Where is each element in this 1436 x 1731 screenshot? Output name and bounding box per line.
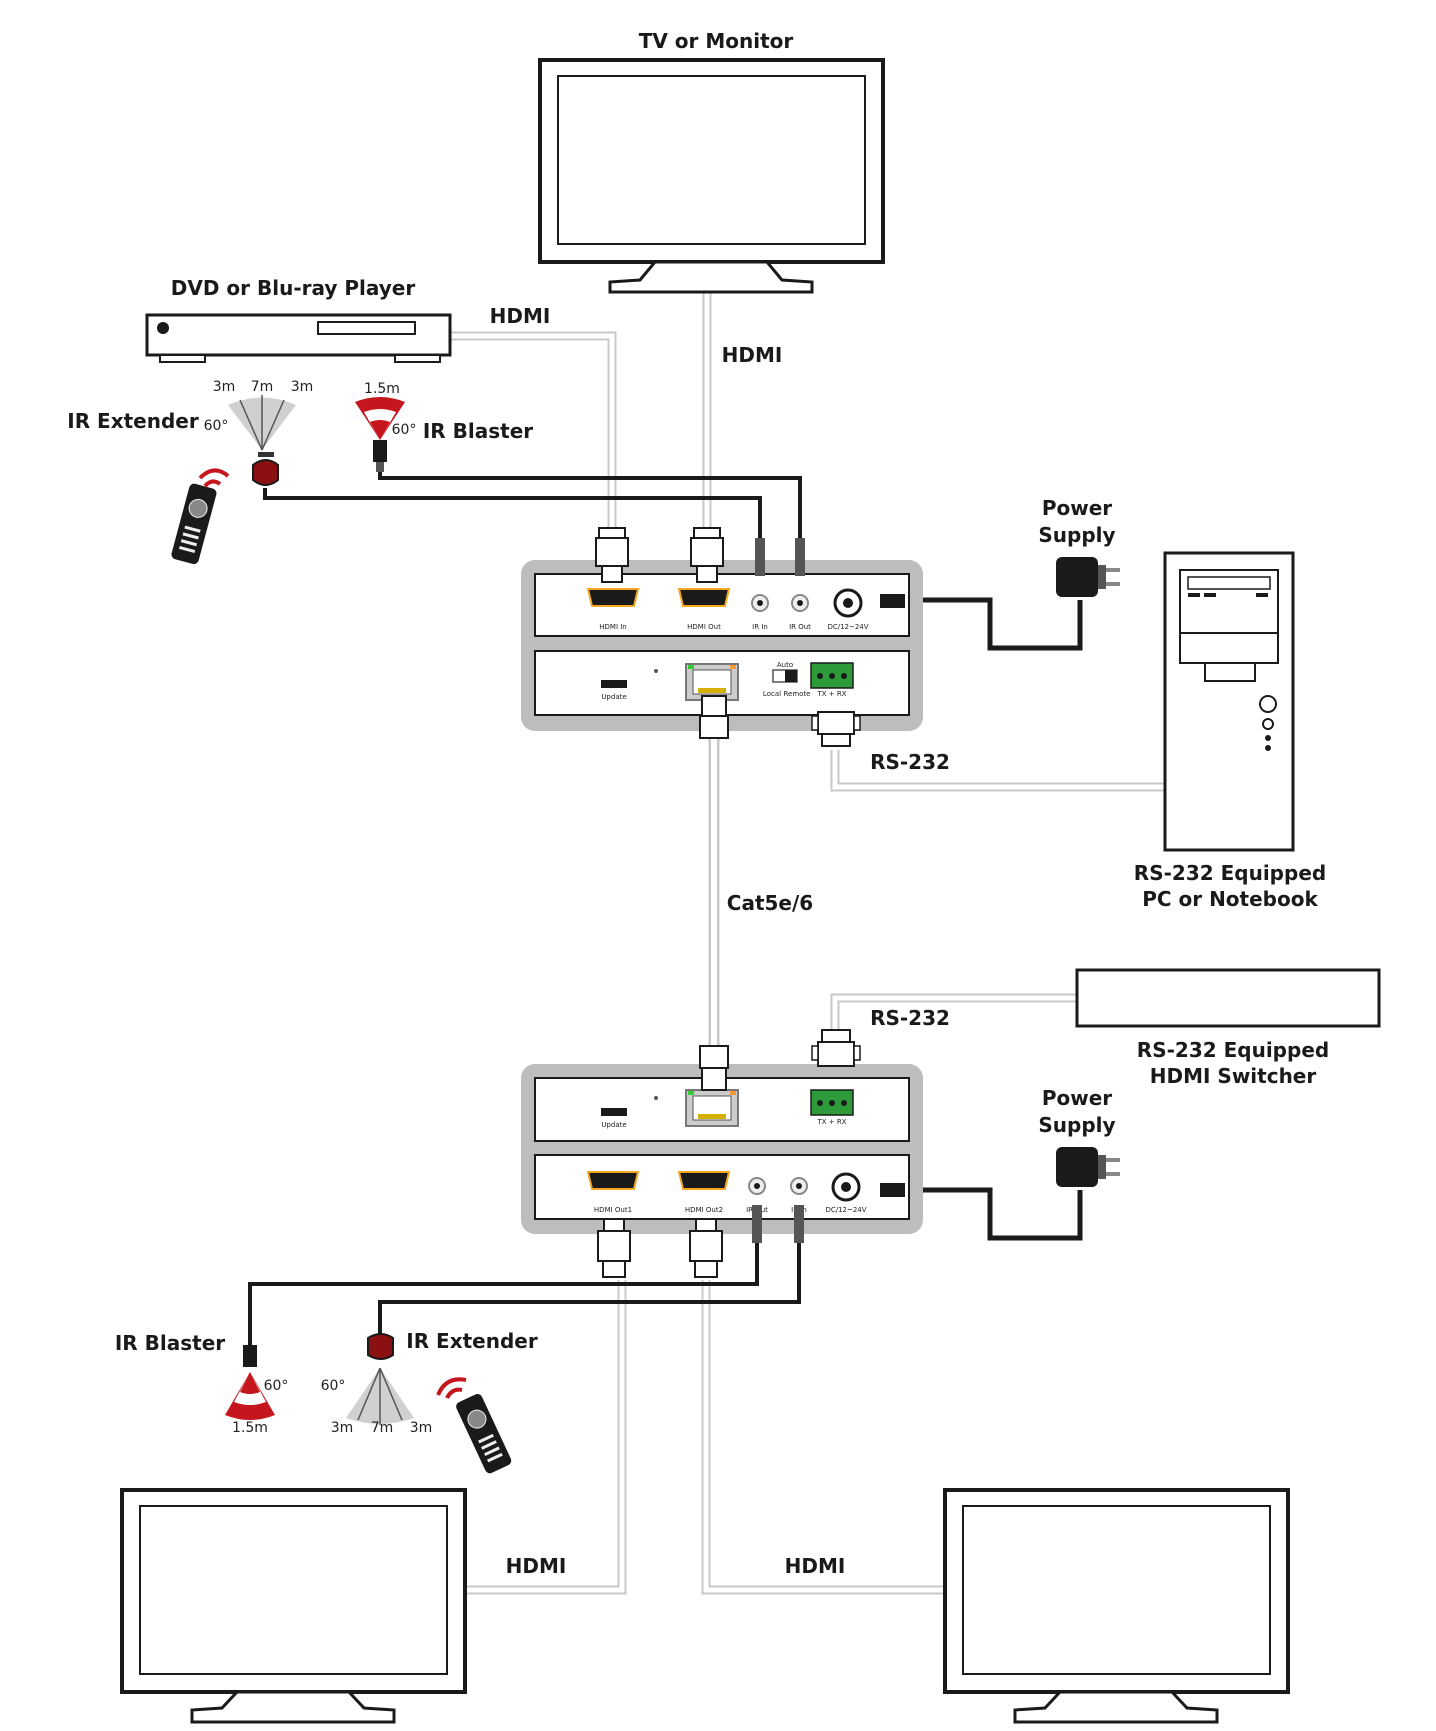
hdmi-plug-tx-out (690, 527, 724, 583)
extender-bottom-angle: 60° (321, 1378, 346, 1394)
power-supply-top-label-2: Supply (1038, 523, 1115, 547)
hdmi-plug-rx-out1 (597, 1218, 631, 1278)
ir-blaster-cable-bottom (248, 1225, 759, 1345)
ir-extender-top (228, 395, 296, 486)
tx-label-hdmi-in: HDMI In (599, 623, 626, 631)
rx-label-hdmi-out1: HDMI Out1 (594, 1206, 632, 1214)
ir-extender-cable-bottom (378, 1225, 801, 1340)
power-cable-bottom (905, 1187, 1083, 1241)
hdmi-switcher (1075, 968, 1381, 1028)
extender-bottom-range-left: 3m (331, 1420, 354, 1436)
hdmi-label-dvd: HDMI (490, 304, 551, 328)
ir-extender-cable-top (263, 488, 762, 540)
tx-label-local: Local (763, 690, 781, 698)
tx-label-auto: Auto (777, 661, 793, 669)
rx-label-hdmi-out2: HDMI Out2 (685, 1206, 723, 1214)
pc-label-1: RS-232 Equipped (1134, 861, 1326, 885)
hdmi-label-out1: HDMI (506, 1554, 567, 1578)
tv-bottom-left (120, 1488, 467, 1724)
blaster-bottom-angle: 60° (264, 1378, 289, 1394)
power-supply-bottom-label-2: Supply (1038, 1113, 1115, 1137)
tx-rj45-port (685, 663, 739, 701)
tx-label-txrx: TX + RX (816, 690, 846, 698)
tx-update-port (601, 680, 627, 688)
rx-label-update: Update (601, 1121, 626, 1129)
ir-extender-bottom (346, 1333, 414, 1425)
rx-cat-plug (699, 1045, 729, 1091)
extender-top-angle: 60° (204, 418, 229, 434)
tx-hdmi-in-port (586, 588, 640, 607)
rs232-top-label: RS-232 (870, 750, 950, 774)
tx-power-plug (880, 594, 905, 608)
blaster-bottom-range: 1.5m (232, 1420, 268, 1436)
tx-label-ir-out: IR Out (789, 623, 811, 631)
ir-extender-top-label: IR Extender (67, 409, 199, 433)
tx-label-ir-in: IR In (752, 623, 768, 631)
hdmi-plug-tx-in (595, 527, 629, 583)
switcher-label-2: HDMI Switcher (1150, 1064, 1317, 1088)
hdmi-label-out2: HDMI (785, 1554, 846, 1578)
dvd-player (145, 313, 452, 363)
ir-signal-bottom-remote (436, 1377, 467, 1399)
extender-top-range-left: 3m (213, 379, 236, 395)
tv-top-label: TV or Monitor (639, 29, 794, 53)
extender-top-range-center: 7m (251, 379, 274, 395)
tx-cat-plug (699, 695, 729, 739)
cat-label: Cat5e/6 (727, 891, 813, 915)
rx-label-dc: DC/12~24V (825, 1206, 866, 1214)
rx-update-port (601, 1108, 627, 1116)
pc-tower (1163, 551, 1295, 852)
rx-hdmi-out1-port (586, 1171, 640, 1190)
hdmi-cable-out2 (701, 1280, 945, 1595)
power-cable-top (905, 597, 1083, 651)
rx-label-txrx: TX + RX (816, 1118, 846, 1126)
ir-blaster-bottom-label: IR Blaster (115, 1331, 225, 1355)
extender-bottom-range-center: 7m (371, 1420, 394, 1436)
hdmi-label-tv: HDMI (722, 343, 783, 367)
blaster-top-range: 1.5m (364, 381, 400, 397)
tx-db9-connector (811, 711, 861, 747)
tx-rs232-terminal (810, 662, 854, 689)
ir-blaster-top (355, 397, 405, 472)
tx-label-dc: DC/12~24V (827, 623, 868, 631)
power-adapter-top (1056, 557, 1120, 597)
ir-blaster-cable-top (378, 470, 802, 540)
dvd-player-label: DVD or Blu-ray Player (171, 276, 416, 300)
tx-hdmi-out-port (677, 588, 731, 607)
extender-bottom-range-right: 3m (410, 1420, 433, 1436)
power-supply-bottom-label-1: Power (1042, 1086, 1112, 1110)
blaster-top-angle: 60° (392, 422, 417, 438)
rx-rj45-port (685, 1089, 739, 1127)
ir-signal-top-remote (198, 468, 230, 488)
rx-rs232-terminal (810, 1089, 854, 1116)
tx-label-hdmi-out: HDMI Out (687, 623, 721, 631)
extender-top-range-right: 3m (291, 379, 314, 395)
rs232-bottom-label: RS-232 (870, 1006, 950, 1030)
switcher-label-1: RS-232 Equipped (1137, 1038, 1329, 1062)
rx-hdmi-out2-port (677, 1171, 731, 1190)
power-supply-top-label-1: Power (1042, 496, 1112, 520)
rx-db9-connector (811, 1029, 861, 1067)
hdmi-plug-rx-out2 (689, 1218, 723, 1278)
tv-top (538, 58, 885, 294)
remote-control-top (171, 483, 217, 565)
remote-control-bottom (456, 1394, 512, 1474)
tx-label-remote: Remote (783, 690, 810, 698)
tx-mode-switch (772, 669, 798, 683)
power-adapter-bottom (1056, 1147, 1120, 1187)
ir-extender-bottom-label: IR Extender (406, 1329, 538, 1353)
ir-blaster-top-label: IR Blaster (423, 419, 533, 443)
ir-blaster-bottom (225, 1345, 275, 1420)
tv-bottom-right (943, 1488, 1290, 1724)
tx-label-update: Update (601, 693, 626, 701)
rx-power-plug (880, 1183, 905, 1197)
pc-label-2: PC or Notebook (1142, 887, 1318, 911)
